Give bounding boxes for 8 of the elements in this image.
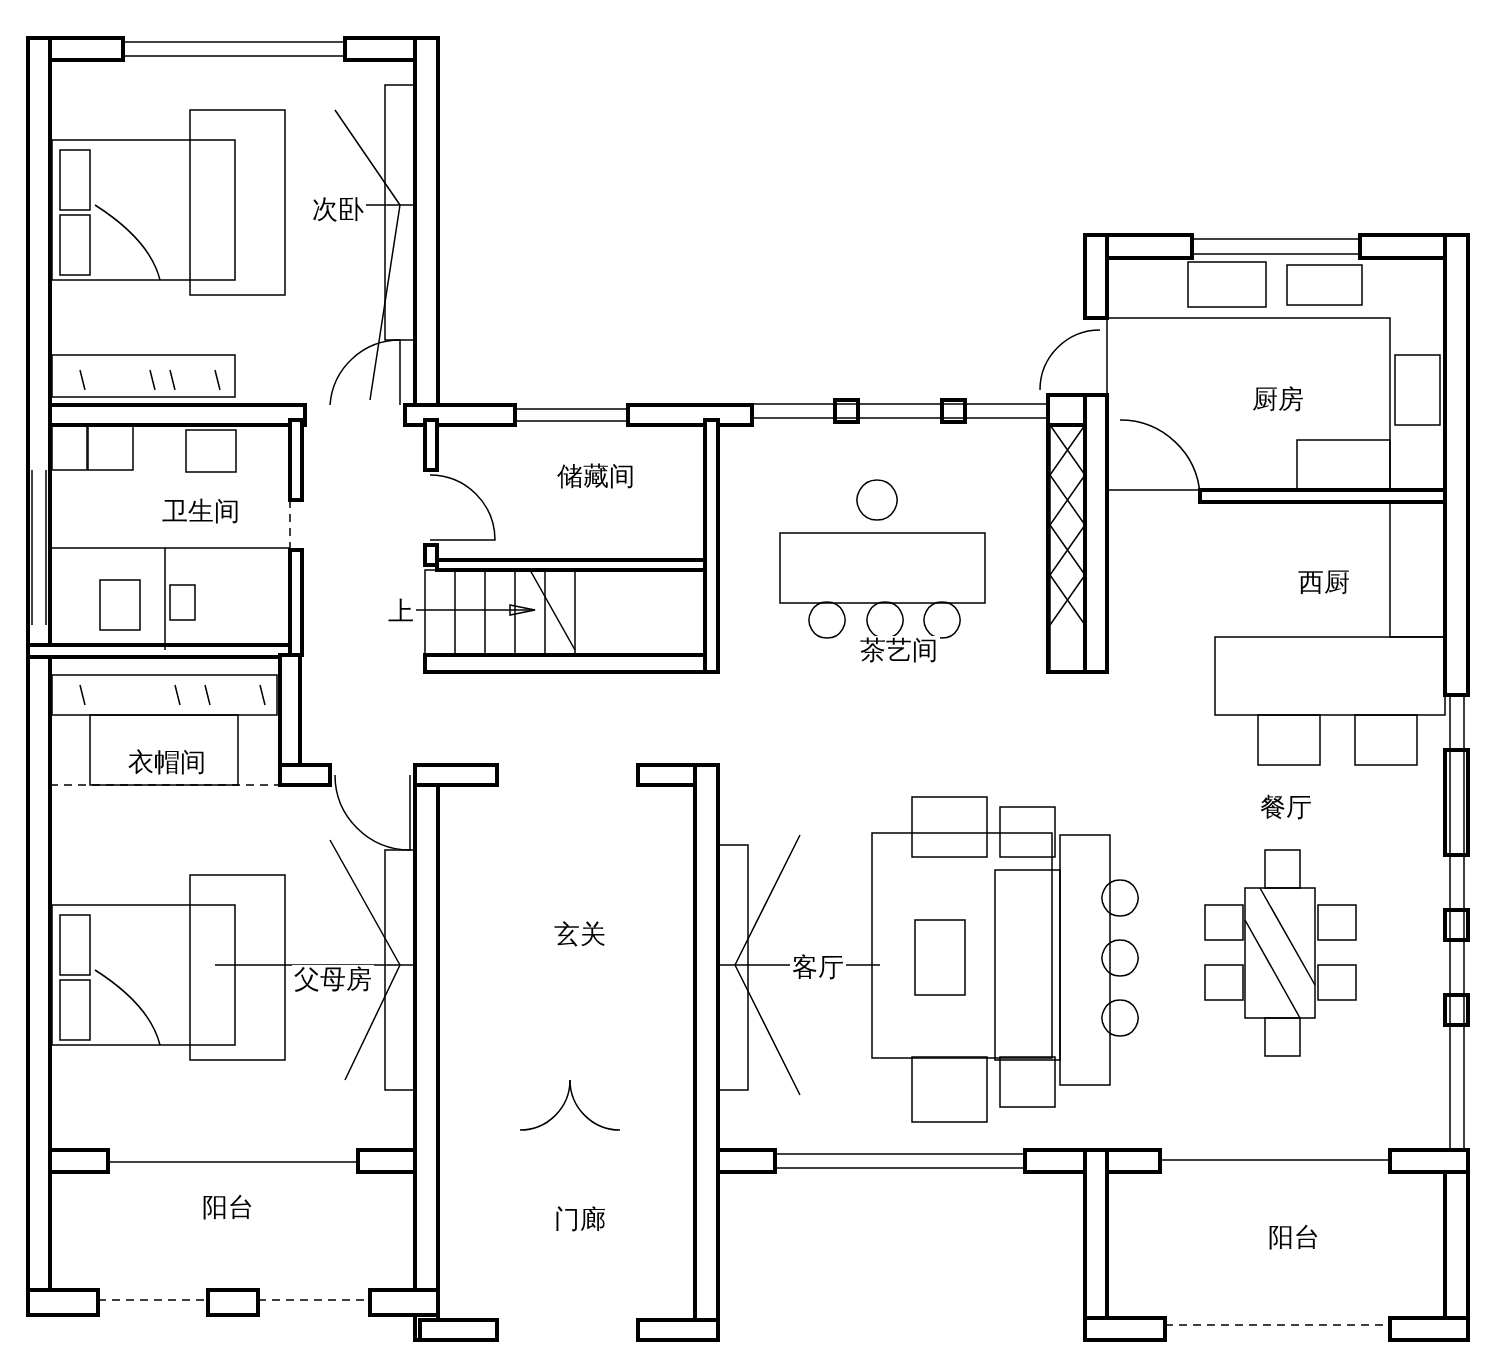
- room-label: 玄关: [552, 920, 608, 949]
- room-label: 客厅: [790, 953, 846, 982]
- room-label: 西厨: [1296, 568, 1352, 597]
- room-label: 茶艺间: [858, 636, 940, 665]
- room-label: 厨房: [1250, 385, 1306, 414]
- room-label: 次卧: [310, 195, 366, 224]
- room-label: 父母房: [292, 965, 374, 994]
- room-label: 餐厅: [1258, 793, 1314, 822]
